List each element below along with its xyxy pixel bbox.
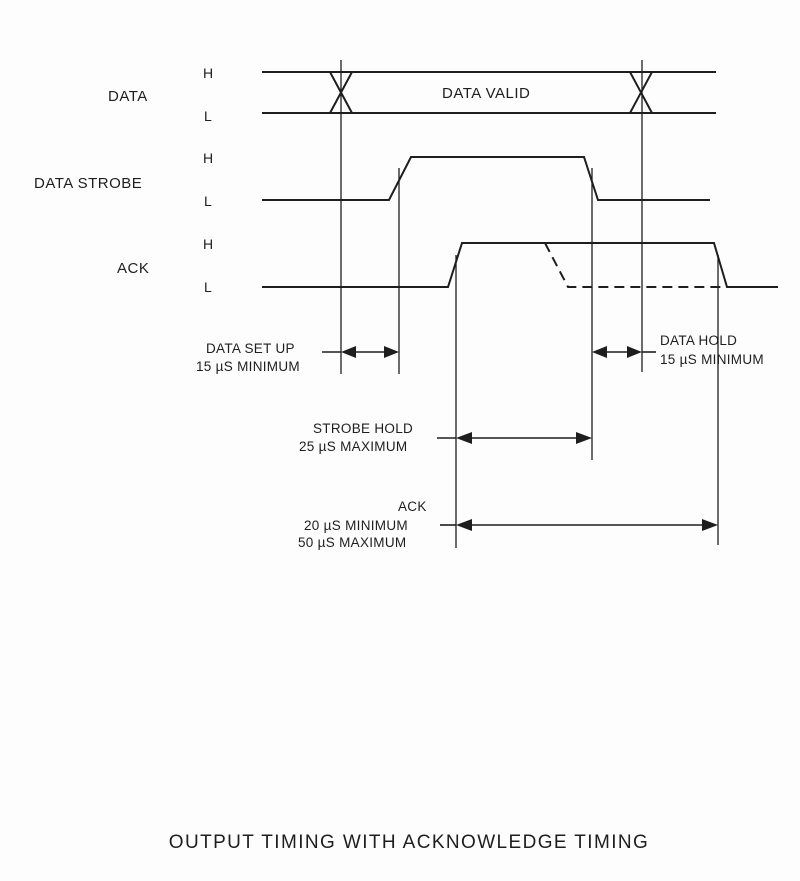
strobe-hold-label-line1: STROBE HOLD [313, 421, 413, 436]
hold-arrow-right [627, 346, 642, 358]
hold-label-line2: 15 µS MINIMUM [660, 352, 764, 367]
ack-low-label: L [204, 279, 212, 295]
signal-label-data-strobe: DATA STROBE [34, 175, 142, 192]
ack-arrow-left [456, 519, 472, 531]
strobe-low-label: L [204, 193, 212, 209]
setup-label-line1: DATA SET UP [206, 341, 295, 356]
data-high-label: H [203, 65, 213, 81]
strobe-waveform [262, 156, 710, 201]
setup-arrow-left [341, 346, 356, 358]
ack-waveform [262, 242, 778, 288]
ack-waveform-min-dashed [544, 242, 722, 288]
strobe-high-label: H [203, 150, 213, 166]
setup-label-line2: 15 µS MINIMUM [196, 359, 300, 374]
strobe-hold-arrow-right [576, 432, 592, 444]
setup-arrow-right [384, 346, 399, 358]
ack-label-line2: 20 µS MINIMUM [304, 518, 408, 533]
strobe-hold-label-line2: 25 µS MAXIMUM [299, 439, 407, 454]
signal-label-ack: ACK [117, 260, 149, 277]
strobe-hold-arrow-left [456, 432, 472, 444]
data-low-label: L [204, 108, 212, 124]
hold-label-line1: DATA HOLD [660, 333, 737, 348]
hold-arrow-left [592, 346, 607, 358]
ack-label-line1: ACK [398, 499, 427, 514]
data-transition-end [629, 71, 653, 114]
ack-arrow-right [702, 519, 718, 531]
data-valid-label: DATA VALID [442, 85, 530, 102]
signal-label-data: DATA [108, 88, 148, 105]
ack-high-label: H [203, 236, 213, 252]
ack-label-line3: 50 µS MAXIMUM [298, 535, 406, 550]
diagram-caption: OUTPUT TIMING WITH ACKNOWLEDGE TIMING [168, 832, 650, 853]
